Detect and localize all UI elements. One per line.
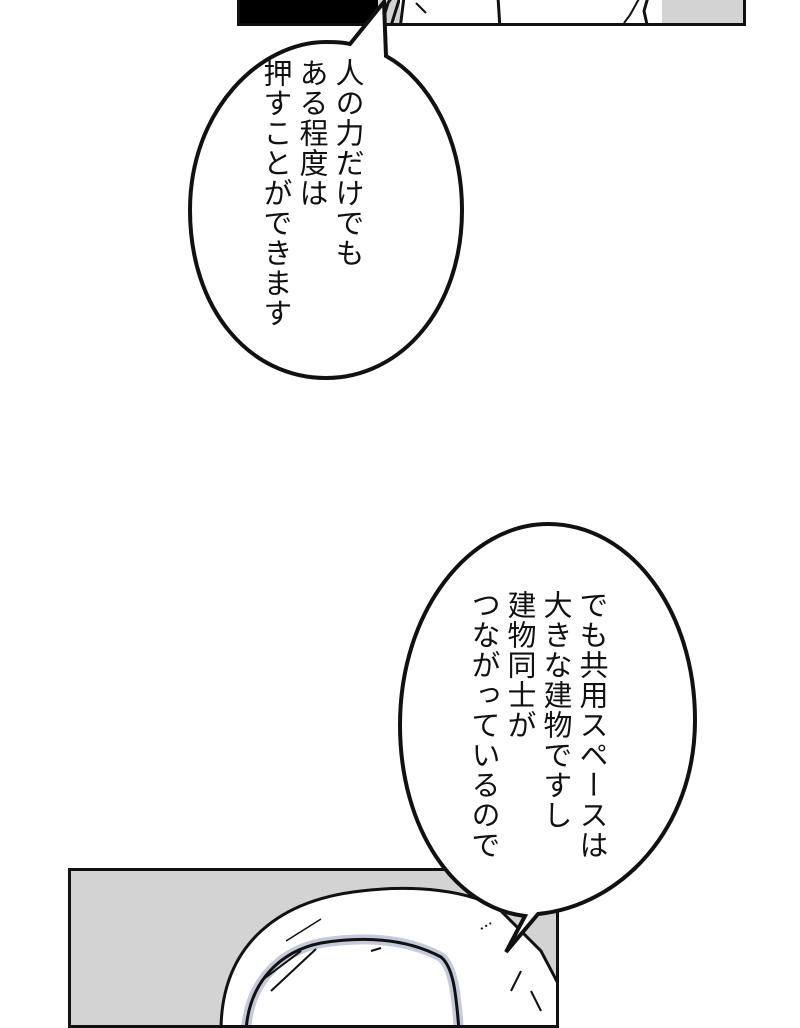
speech-bubble-2-text: でも共用スペースは 大きな建物ですし 建物同士が つながっているので xyxy=(466,590,610,860)
bubble-2-line-1: でも共用スペースは xyxy=(575,590,609,860)
speech-bubble-1-shape xyxy=(187,0,465,381)
bubble-2-line-2: 大きな建物ですし xyxy=(539,590,573,830)
bubble-1-line-1: 人の力だけでも xyxy=(331,58,365,268)
bubble-1-line-3: 押すことができます xyxy=(259,58,293,328)
bubble-1-line-2: ある程度は xyxy=(295,58,329,208)
bubble-2-line-3: 建物同士が xyxy=(503,590,537,740)
top-panel xyxy=(237,0,746,26)
top-panel-art xyxy=(240,0,662,23)
bubble-2-line-4: つながっているので xyxy=(467,590,501,860)
speech-bubble-1-text: 人の力だけでも ある程度は 押すことができます xyxy=(258,58,366,328)
character-head-art xyxy=(219,887,556,1025)
speech-bubbles-layer xyxy=(187,0,698,954)
speech-bubble-2-shape xyxy=(397,521,698,954)
